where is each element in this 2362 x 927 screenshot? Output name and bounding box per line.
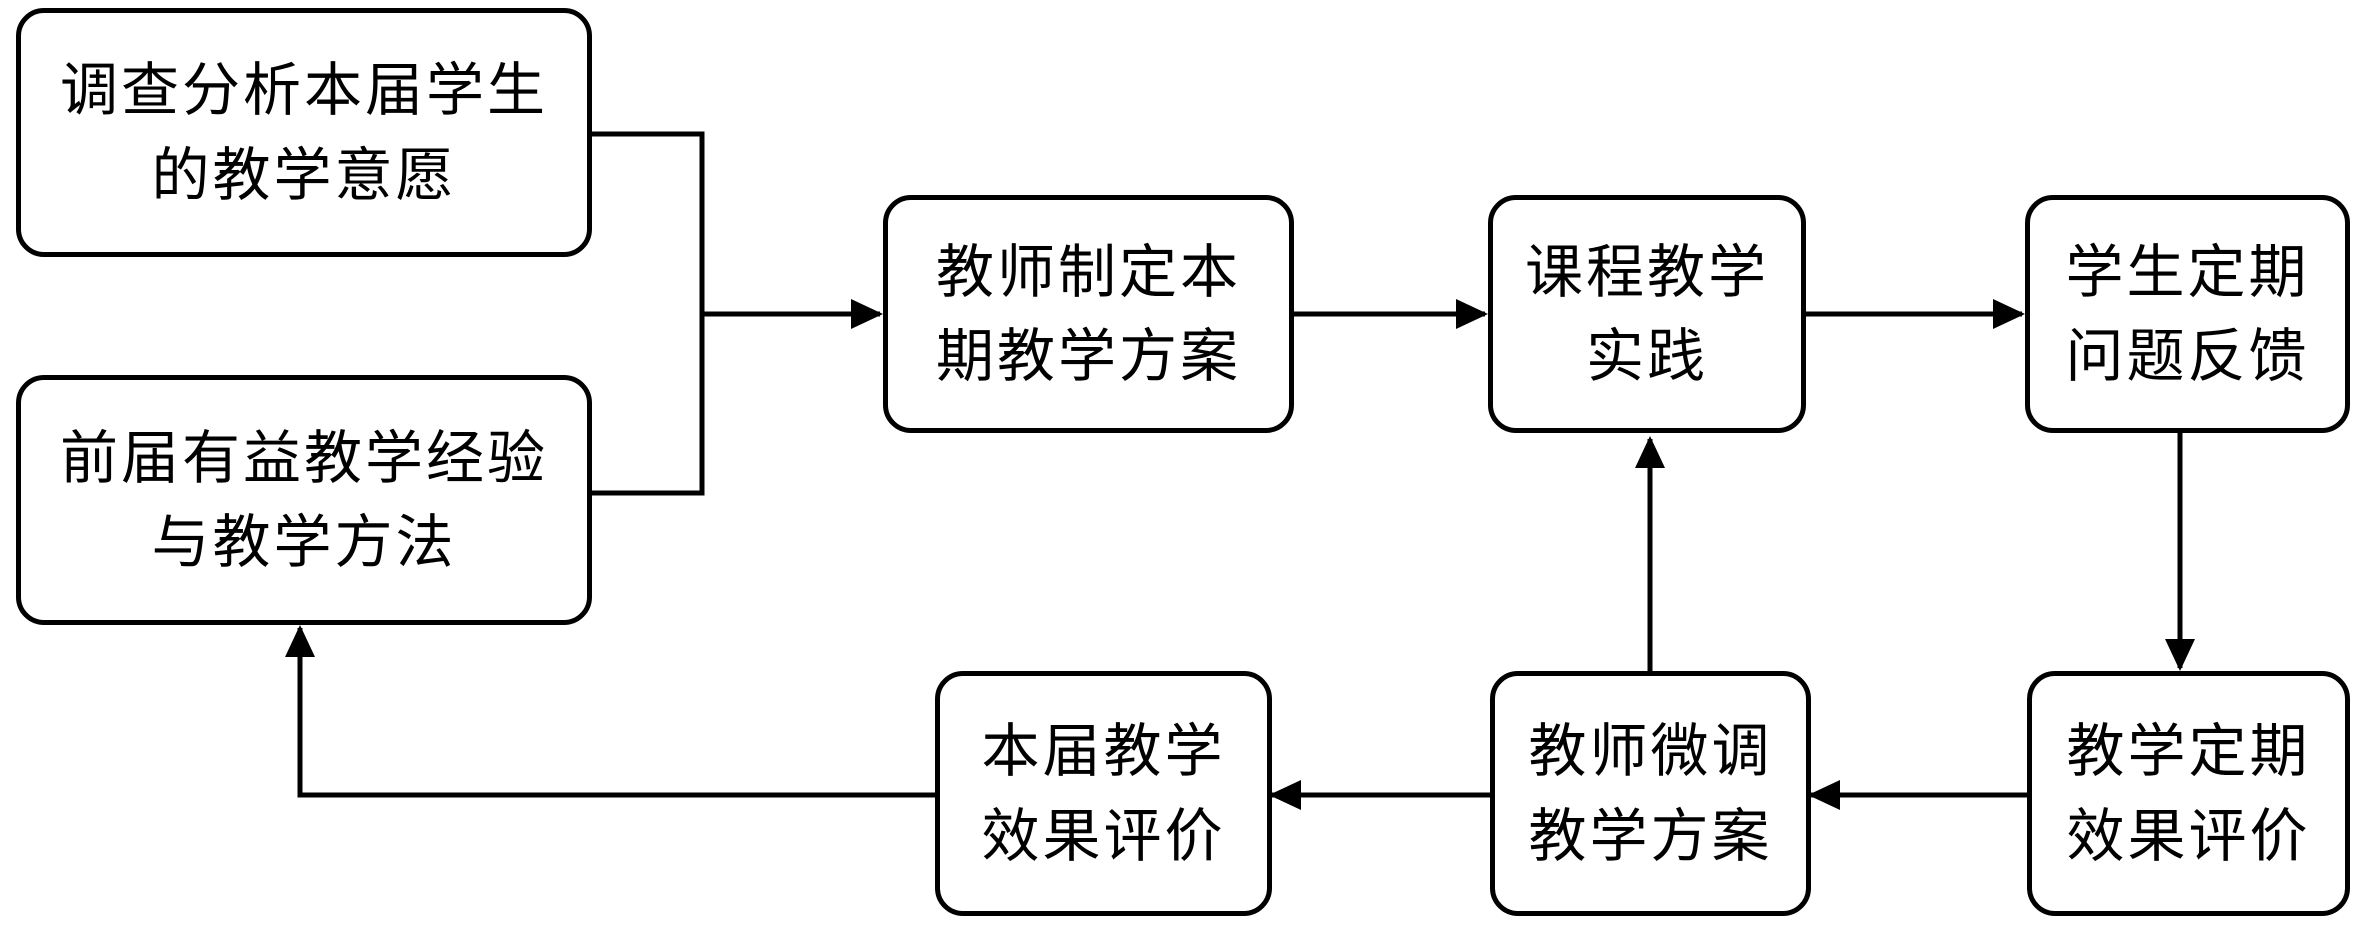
arrowhead-final-eval	[1269, 780, 1301, 810]
arrowhead-adjust	[1808, 780, 1840, 810]
node-periodic-eval-line2: 效果评价	[2066, 801, 2311, 870]
node-adjust-line1: 教师微调	[1528, 717, 1773, 786]
node-feedback: 学生定期 问题反馈	[2025, 195, 2350, 433]
node-periodic-eval: 教学定期 效果评价	[2027, 671, 2350, 916]
node-periodic-eval-line1: 教学定期	[2066, 717, 2311, 786]
node-feedback-line1: 学生定期	[2065, 237, 2310, 306]
node-plan-line1: 教师制定本	[935, 237, 1241, 306]
node-final-eval: 本届教学 效果评价	[935, 671, 1272, 916]
node-adjust: 教师微调 教学方案	[1490, 671, 1811, 916]
arrowhead-practice-up	[1635, 436, 1665, 468]
node-survey: 调查分析本届学生 的教学意愿	[16, 8, 592, 257]
node-practice-line1: 课程教学	[1524, 237, 1769, 306]
node-experience-line2: 与教学方法	[151, 508, 457, 576]
node-adjust-line2: 教学方案	[1528, 801, 1773, 870]
merge-bracket	[592, 131, 705, 496]
arrowhead-feedback	[1993, 299, 2025, 329]
node-final-eval-line1: 本届教学	[981, 717, 1226, 786]
node-practice-line2: 实践	[1585, 322, 1708, 390]
node-final-eval-line2: 效果评价	[981, 801, 1226, 870]
node-practice: 课程教学 实践	[1488, 195, 1806, 433]
arrowhead-practice	[1456, 299, 1488, 329]
node-survey-line1: 调查分析本届学生	[59, 56, 548, 125]
node-plan: 教师制定本 期教学方案	[883, 195, 1294, 433]
arrowhead-plan	[851, 299, 883, 329]
node-survey-line2: 的教学意愿	[151, 140, 457, 209]
node-feedback-line2: 问题反馈	[2065, 322, 2310, 390]
arrowhead-experience	[285, 625, 315, 657]
node-plan-line2: 期教学方案	[935, 322, 1241, 390]
arrowhead-periodic-eval	[2165, 639, 2195, 671]
arrow-final-to-experience	[297, 628, 935, 798]
node-experience-line1: 前届有益教学经验	[59, 423, 548, 492]
node-experience: 前届有益教学经验 与教学方法	[16, 375, 592, 625]
